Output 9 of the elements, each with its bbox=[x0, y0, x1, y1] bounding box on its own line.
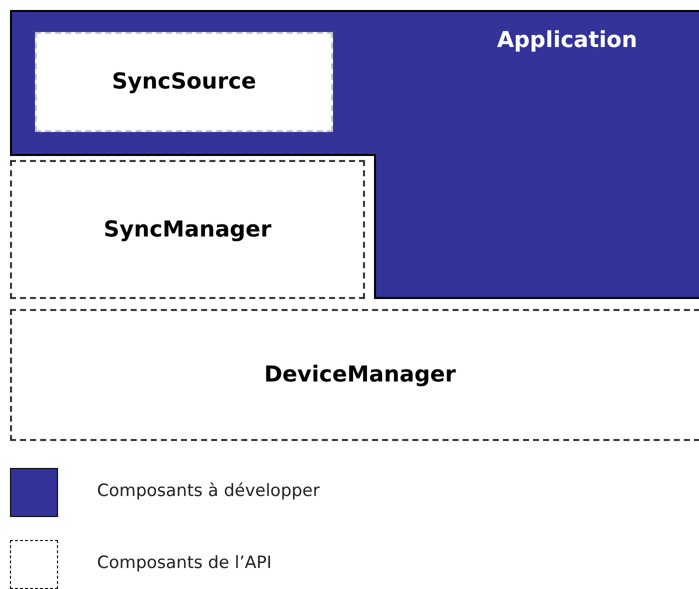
legend-text: Composants à développer bbox=[97, 481, 320, 501]
legend-text: Composants de l’API bbox=[97, 553, 272, 573]
layer-label: SyncManager bbox=[102, 217, 272, 242]
component-box bbox=[10, 309, 699, 441]
layer-label: DeviceManager bbox=[263, 362, 457, 388]
component-box bbox=[35, 32, 333, 132]
layer-label: SyncSource bbox=[110, 70, 258, 94]
layer-label: Application bbox=[497, 28, 638, 53]
component-box bbox=[10, 160, 365, 299]
